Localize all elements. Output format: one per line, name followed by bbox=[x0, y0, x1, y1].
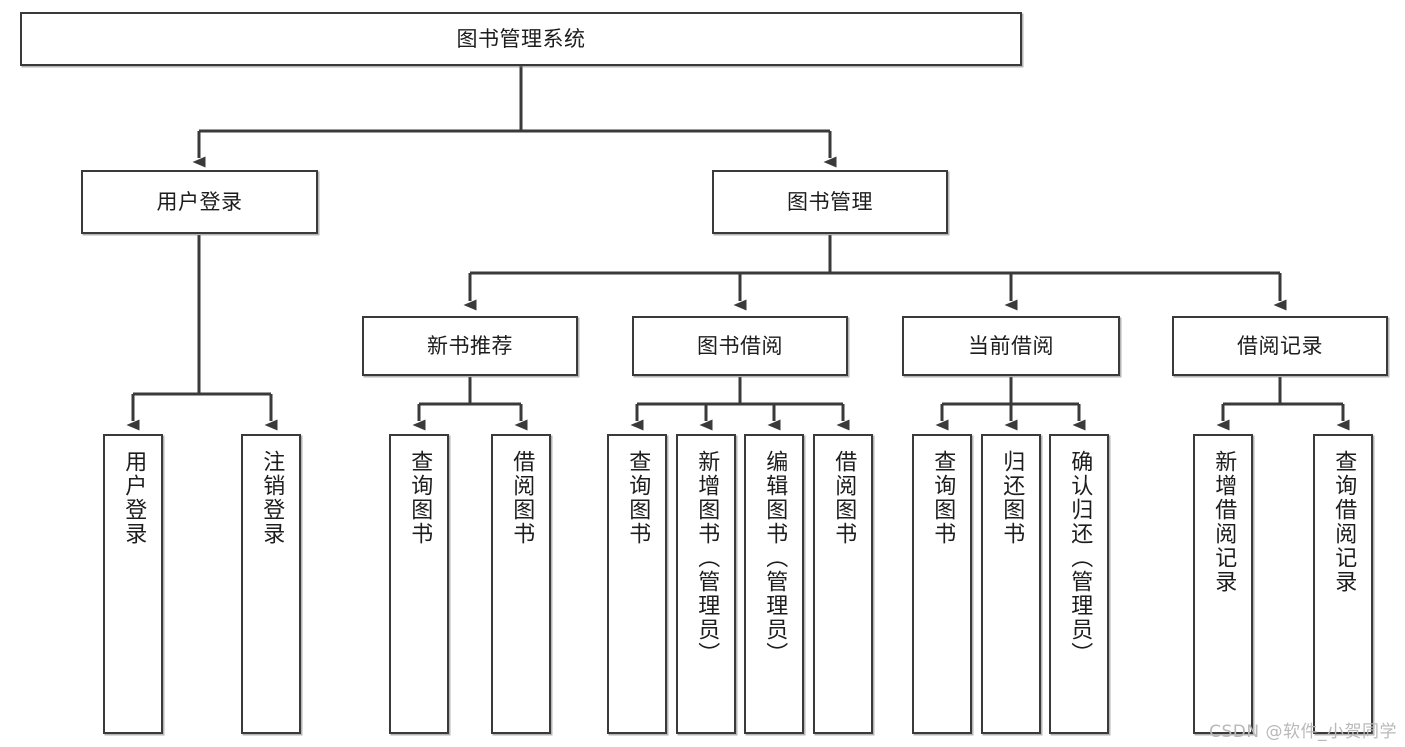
node-label: 编辑图书（管理员） bbox=[762, 450, 788, 666]
node-label: 借阅图书 bbox=[509, 450, 535, 546]
node-leaf-edit-book-admin[interactable]: 编辑图书（管理员） bbox=[744, 434, 804, 734]
node-label: 注销登录 bbox=[259, 450, 285, 546]
node-leaf-add-borrow-record[interactable]: 新增借阅记录 bbox=[1193, 434, 1253, 734]
node-label: 用户登录 bbox=[156, 189, 243, 214]
node-user-login[interactable]: 用户登录 bbox=[81, 170, 318, 234]
node-leaf-return-book[interactable]: 归还图书 bbox=[981, 434, 1041, 734]
node-label: 当前借阅 bbox=[968, 333, 1054, 358]
node-label: 新增图书（管理员） bbox=[694, 450, 720, 666]
node-label: 图书管理系统 bbox=[456, 26, 586, 51]
node-label: 查询图书 bbox=[930, 450, 956, 546]
node-leaf-user-login[interactable]: 用户登录 bbox=[103, 434, 163, 734]
node-new-book-recommendation[interactable]: 新书推荐 bbox=[362, 316, 578, 376]
node-label: 查询借阅记录 bbox=[1331, 450, 1357, 594]
node-label: 图书借阅 bbox=[697, 333, 783, 358]
node-label: 用户登录 bbox=[121, 450, 147, 546]
node-label: 归还图书 bbox=[999, 450, 1025, 546]
node-leaf-confirm-return-admin[interactable]: 确认归还（管理员） bbox=[1049, 434, 1109, 734]
node-label: 查询图书 bbox=[625, 450, 651, 546]
node-label: 借阅记录 bbox=[1237, 333, 1323, 358]
node-current-borrow[interactable]: 当前借阅 bbox=[902, 316, 1120, 376]
node-label: 确认归还（管理员） bbox=[1067, 450, 1093, 666]
node-leaf-borrow-book[interactable]: 借阅图书 bbox=[813, 434, 873, 734]
node-leaf-add-book-admin[interactable]: 新增图书（管理员） bbox=[676, 434, 736, 734]
node-label: 查询图书 bbox=[407, 450, 433, 546]
csdn-watermark: CSDN @软件_小贺同学 bbox=[1209, 722, 1397, 742]
node-book-borrow[interactable]: 图书借阅 bbox=[632, 316, 848, 376]
node-label: 新增借阅记录 bbox=[1211, 450, 1237, 594]
node-leaf-borrow-book-rec[interactable]: 借阅图书 bbox=[491, 434, 551, 734]
node-leaf-query-book-rec[interactable]: 查询图书 bbox=[389, 434, 449, 734]
node-borrow-record[interactable]: 借阅记录 bbox=[1172, 316, 1388, 376]
node-label: 借阅图书 bbox=[831, 450, 857, 546]
node-leaf-logout[interactable]: 注销登录 bbox=[241, 434, 301, 734]
node-label: 图书管理 bbox=[787, 189, 873, 214]
node-book-management[interactable]: 图书管理 bbox=[712, 170, 948, 234]
node-root-book-management-system[interactable]: 图书管理系统 bbox=[20, 12, 1022, 66]
node-label: 新书推荐 bbox=[427, 333, 513, 358]
node-leaf-query-borrow-record[interactable]: 查询借阅记录 bbox=[1313, 434, 1373, 734]
node-leaf-query-book-borrow[interactable]: 查询图书 bbox=[607, 434, 667, 734]
node-leaf-query-book-current[interactable]: 查询图书 bbox=[912, 434, 972, 734]
